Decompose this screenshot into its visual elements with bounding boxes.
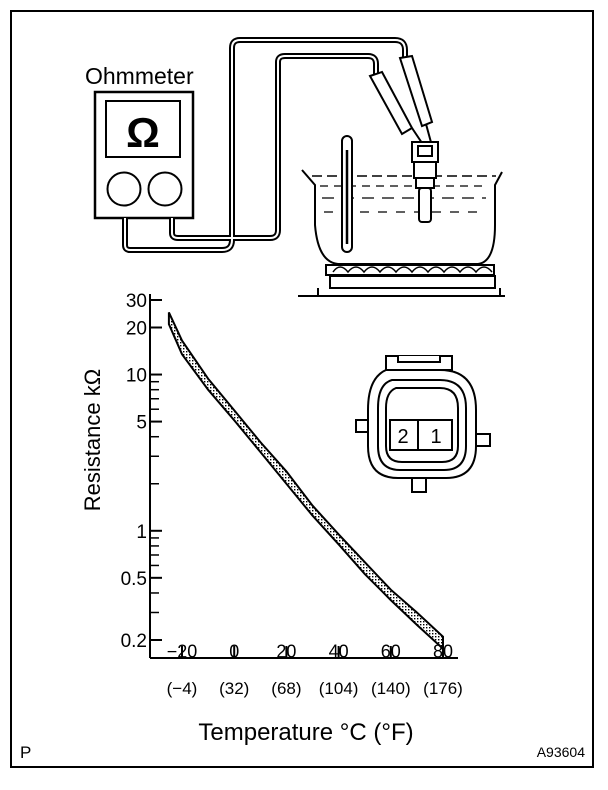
x-tick-label-fahrenheit: (−4) <box>167 679 198 698</box>
y-tick-label: 0.5 <box>121 569 147 590</box>
x-tick-label-fahrenheit: (140) <box>371 679 411 698</box>
ohm-symbol-icon: Ω <box>126 109 160 156</box>
ohmmeter: Ohmmeter Ω <box>85 63 195 220</box>
connector <box>355 355 491 493</box>
thermometer <box>341 135 353 253</box>
x-tick-label: 0 <box>229 642 239 662</box>
probe-jack-left <box>106 171 142 207</box>
x-tick-label-fahrenheit: (32) <box>219 679 249 698</box>
x-tick-label: 40 <box>329 642 349 662</box>
y-tick-label: 0.2 <box>121 631 147 652</box>
y-minor-ticks <box>150 380 159 614</box>
x-tick-label: 80 <box>433 642 453 662</box>
ohmmeter-label: Ohmmeter <box>85 63 194 89</box>
figure-id: A93604 <box>537 744 585 760</box>
y-tick-label: 20 <box>126 319 147 340</box>
test-probes <box>368 54 434 147</box>
probe-jack-right <box>147 171 183 207</box>
connector-pin-1-label: 1 <box>430 426 441 448</box>
x-tick-label-fahrenheit: (104) <box>319 679 359 698</box>
corner-letter: P <box>20 743 31 762</box>
y-tick-label: 30 <box>126 291 147 312</box>
ohmmeter-display <box>105 100 181 158</box>
y-tick-label: 10 <box>126 366 147 387</box>
figure-frame <box>10 10 594 768</box>
resistance-chart: 0.2 0.5 1 5 10 20 30 −20 (−4) 0 (32) 20 (68) 40 (104)… <box>80 291 463 746</box>
water-bath <box>298 169 505 297</box>
x-tick-label: 60 <box>381 642 401 662</box>
connector-pin-2-label: 2 <box>397 426 408 448</box>
x-tick-label-fahrenheit: (176) <box>423 679 463 698</box>
temperature-sensor <box>411 141 439 223</box>
x-tick-label: −20 <box>167 642 198 662</box>
x-axis-label: Temperature °C (°F) <box>198 719 413 746</box>
x-tick-label: 20 <box>276 642 296 662</box>
x-tick-label-fahrenheit: (68) <box>271 679 301 698</box>
y-axis-label: Resistance kΩ <box>80 369 105 511</box>
y-tick-label: 1 <box>136 522 147 543</box>
y-tick-labels: 0.2 0.5 1 5 10 20 30 <box>121 291 162 652</box>
x-tick-labels: −20 (−4) 0 (32) 20 (68) 40 (104) 60 (140) 80 (176) <box>167 642 463 699</box>
lead-wires-inner <box>124 39 406 251</box>
y-tick-label: 5 <box>136 413 147 434</box>
